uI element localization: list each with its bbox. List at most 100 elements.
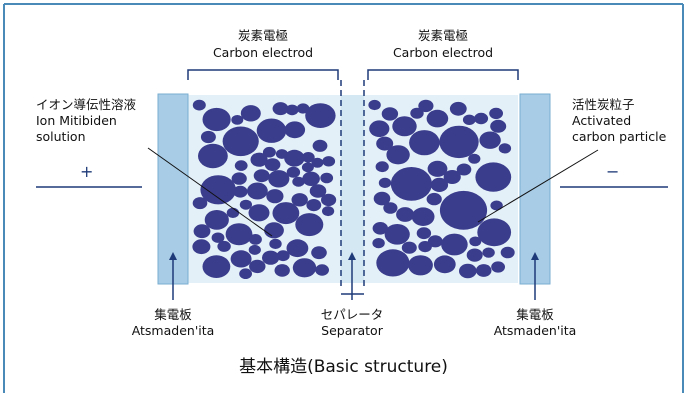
- carbon-particle: [322, 156, 336, 167]
- carbon-particle: [222, 126, 259, 157]
- arrowhead-collector-right: [531, 252, 539, 260]
- label-carbon-left-jp: 炭素電極: [237, 28, 288, 43]
- diagram-caption: 基本構造(Basic structure): [239, 357, 448, 377]
- carbon-particle: [441, 233, 468, 256]
- carbon-particle: [372, 222, 388, 235]
- carbon-particle: [378, 177, 392, 188]
- carbon-particle: [284, 121, 306, 139]
- carbon-particle: [200, 175, 236, 205]
- carbon-particle: [276, 250, 290, 262]
- label-collector-right-jp: 集電板: [516, 307, 554, 322]
- carbon-particle: [376, 136, 394, 151]
- arrowhead-separator: [348, 252, 356, 260]
- carbon-particle: [477, 218, 512, 247]
- carbon-particle: [311, 246, 327, 260]
- minus-sign: −: [606, 162, 620, 181]
- carbon-particle: [292, 176, 305, 187]
- label-carbon-right-jp: 炭素電極: [417, 28, 468, 43]
- carbon-particle: [449, 101, 467, 116]
- carbon-particle: [479, 131, 501, 149]
- carbon-particle: [456, 163, 472, 176]
- carbon-particle: [475, 162, 512, 192]
- label-separator-jp: セパレータ: [320, 307, 384, 322]
- carbon-particle: [291, 193, 308, 207]
- carbon-particle: [312, 139, 328, 152]
- bracket-carbon-right: [367, 69, 519, 80]
- carbon-particle: [202, 107, 231, 132]
- carbon-particle: [381, 107, 399, 121]
- bracket-carbon-left: [187, 69, 339, 80]
- carbon-particle: [490, 200, 503, 211]
- carbon-particle: [268, 170, 290, 188]
- carbon-particle: [466, 248, 483, 262]
- carbon-particle: [315, 264, 329, 276]
- carbon-particle: [253, 169, 270, 183]
- carbon-particle: [430, 177, 449, 192]
- leader-particle: [477, 149, 599, 223]
- carbon-particle: [193, 224, 211, 239]
- carbon-particle: [482, 247, 495, 258]
- carbon-particle: [248, 244, 261, 255]
- label-electrolyte-en1: Ion Mitibiden: [36, 113, 117, 128]
- carbon-particle: [284, 149, 305, 167]
- label-collector-right-en: Atsmaden'ita: [493, 323, 577, 338]
- carbon-particle: [264, 158, 281, 172]
- carbon-particle: [250, 152, 268, 167]
- carbon-particle: [372, 238, 385, 249]
- carbon-particle: [269, 238, 282, 249]
- carbon-particle: [490, 119, 507, 133]
- carbon-particle: [426, 109, 449, 128]
- carbon-particle: [322, 206, 335, 217]
- carbon-particle: [262, 250, 280, 265]
- carbon-particle: [427, 160, 448, 177]
- plus-sign: +: [80, 162, 94, 181]
- carbon-particle: [474, 112, 489, 125]
- carbon-particle: [239, 199, 252, 210]
- carbon-particle: [211, 232, 225, 243]
- carbon-particle: [249, 259, 266, 274]
- carbon-particle: [475, 264, 492, 277]
- carbon-particle: [286, 239, 309, 258]
- carbon-particle: [247, 182, 268, 200]
- carbon-particle: [302, 171, 320, 186]
- carbon-particle: [390, 167, 432, 201]
- label-particle-jp: 活性炭粒子: [572, 97, 635, 112]
- carbon-particle: [301, 152, 315, 163]
- carbon-particle: [264, 222, 284, 239]
- carbon-particle: [239, 268, 253, 280]
- carbon-particle: [439, 190, 488, 230]
- carbon-particle: [383, 202, 398, 214]
- carbon-particle: [426, 192, 442, 206]
- carbon-particle: [491, 261, 505, 273]
- carbon-particle: [275, 149, 288, 159]
- carbon-particle: [234, 160, 248, 171]
- carbon-particle: [272, 102, 289, 116]
- label-carbon-left-en: Carbon electrod: [212, 45, 314, 60]
- activated-carbon-particles: [192, 99, 515, 280]
- carbon-particle: [301, 162, 314, 173]
- carbon-particle: [233, 185, 248, 198]
- label-particle-en1: Activated: [572, 113, 632, 128]
- label-collector-left-jp: 集電板: [154, 307, 192, 322]
- carbon-particle: [410, 107, 424, 119]
- carbon-particle: [408, 255, 433, 276]
- carbon-particle: [230, 250, 252, 268]
- carbon-particle: [469, 236, 482, 247]
- carbon-particle: [373, 191, 391, 206]
- carbon-particle: [418, 241, 432, 253]
- carbon-particle: [409, 130, 440, 156]
- carbon-particle: [231, 115, 244, 125]
- label-separator-en: Separator: [321, 323, 383, 338]
- carbon-particle: [320, 172, 334, 184]
- arrowhead-collector-left: [169, 252, 177, 260]
- carbon-particle: [321, 193, 337, 207]
- label-carbon-right-en: Carbon electrod: [392, 45, 494, 60]
- carbon-particle: [225, 223, 253, 246]
- carbon-particle: [384, 224, 410, 245]
- carbon-particle: [376, 249, 410, 277]
- label-electrolyte-en2: solution: [36, 129, 86, 144]
- carbon-particle: [427, 235, 443, 248]
- carbon-particle: [418, 99, 434, 113]
